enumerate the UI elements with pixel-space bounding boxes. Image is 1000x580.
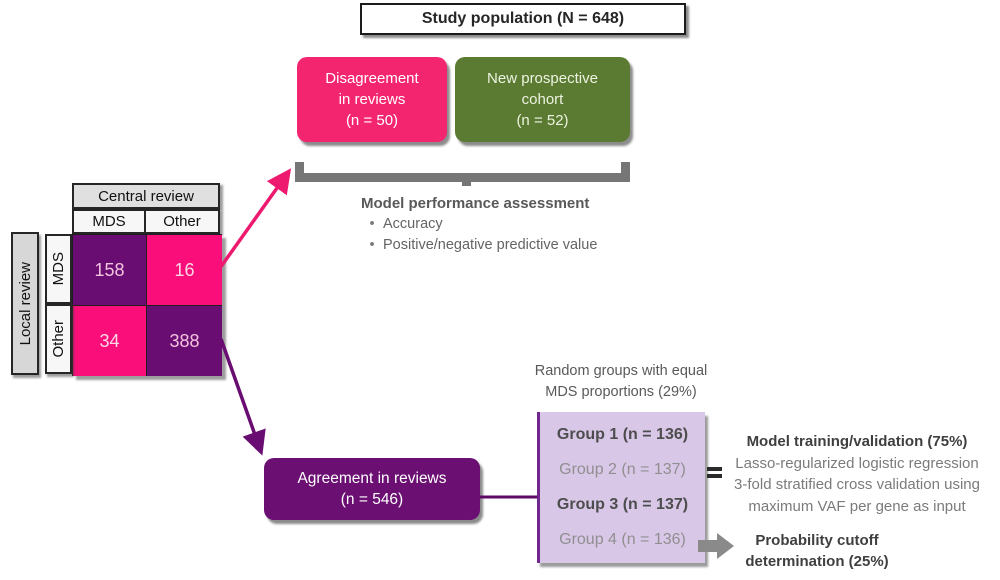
bullet-icon: • xyxy=(369,216,375,232)
group-2-row: Group 2 (n = 137) xyxy=(559,461,686,479)
group-1-row: Group 1 (n = 136) xyxy=(556,426,689,444)
disagreement-line-1: Disagreement xyxy=(325,70,419,87)
agreement-count: (n = 546) xyxy=(340,491,404,508)
probability-cutoff-line-1: Probability cutoff xyxy=(755,532,879,549)
bracket-left-tick xyxy=(295,162,304,182)
disagreement-arrow xyxy=(218,168,292,270)
random-groups-label-line-1: Random groups with equal xyxy=(534,363,708,379)
new-cohort-line-1: New prospective xyxy=(487,70,598,87)
bullet-ppv-npv: • Positive/negative predictive value xyxy=(361,235,627,256)
group-3-row: Group 3 (n = 137) xyxy=(556,495,689,513)
model-training-title: Model training/validation (75%) xyxy=(746,433,968,450)
matrix-cells: 158 16 34 388 xyxy=(72,234,222,376)
model-performance-panel: Model performance assessment • Accuracy … xyxy=(345,186,627,262)
random-groups-label: Random groups with equal MDS proportions… xyxy=(510,354,732,410)
model-training-line-3: maximum VAF per gene as input xyxy=(748,497,966,515)
study-population-title: Study population (N = 648) xyxy=(360,3,686,35)
new-cohort-node: New prospective cohort (n = 52) xyxy=(455,57,630,142)
model-performance-title: Model performance assessment xyxy=(361,195,590,212)
cell-mds-mds: 158 xyxy=(73,235,146,305)
model-training-panel: Model training/validation (75%) Lasso-re… xyxy=(712,422,1000,526)
central-review-header: Central review xyxy=(72,183,220,209)
local-review-header: Local review xyxy=(11,232,39,375)
random-groups-label-line-2: MDS proportions (29%) xyxy=(545,384,697,400)
bullet-ppv-npv-text: Positive/negative predictive value xyxy=(383,237,598,253)
random-groups-box: Group 1 (n = 136) Group 2 (n = 137) Grou… xyxy=(537,412,705,563)
row-header-other-text: Other xyxy=(50,320,67,358)
probability-cutoff-line-2: determination (25%) xyxy=(745,553,889,570)
cell-other-other: 388 xyxy=(147,306,222,376)
disagreement-line-2: in reviews xyxy=(338,91,406,108)
new-cohort-line-2: cohort xyxy=(521,91,564,108)
agreement-line-1: Agreement in reviews xyxy=(297,470,447,487)
col-header-other: Other xyxy=(144,209,220,234)
cell-mds-other: 16 xyxy=(147,235,222,305)
model-training-line-1: Lasso-regularized logistic regression xyxy=(735,454,979,472)
group-4-row: Group 4 (n = 136) xyxy=(559,530,686,548)
probability-cutoff-panel: Probability cutoff determination (25%) xyxy=(727,526,907,576)
bracket-bar xyxy=(295,173,630,182)
disagreement-count: (n = 50) xyxy=(345,112,399,129)
row-header-mds: MDS xyxy=(45,234,72,304)
new-cohort-count: (n = 52) xyxy=(516,112,569,129)
bullet-accuracy: • Accuracy xyxy=(361,214,627,235)
agreement-node: Agreement in reviews (n = 546) xyxy=(264,458,480,520)
model-training-line-2: 3-fold stratified cross validation using xyxy=(734,476,980,493)
row-header-mds-text: MDS xyxy=(50,252,67,286)
bullet-icon: • xyxy=(369,237,375,253)
disagreement-node: Disagreement in reviews (n = 50) xyxy=(297,57,447,142)
row-header-other: Other xyxy=(45,304,72,374)
col-header-mds: MDS xyxy=(72,209,146,234)
cell-other-mds: 34 xyxy=(73,306,146,376)
bracket-right-tick xyxy=(621,162,630,182)
bullet-accuracy-text: Accuracy xyxy=(383,216,443,232)
agreement-arrow xyxy=(219,338,266,456)
local-review-text: Local review xyxy=(16,261,34,346)
